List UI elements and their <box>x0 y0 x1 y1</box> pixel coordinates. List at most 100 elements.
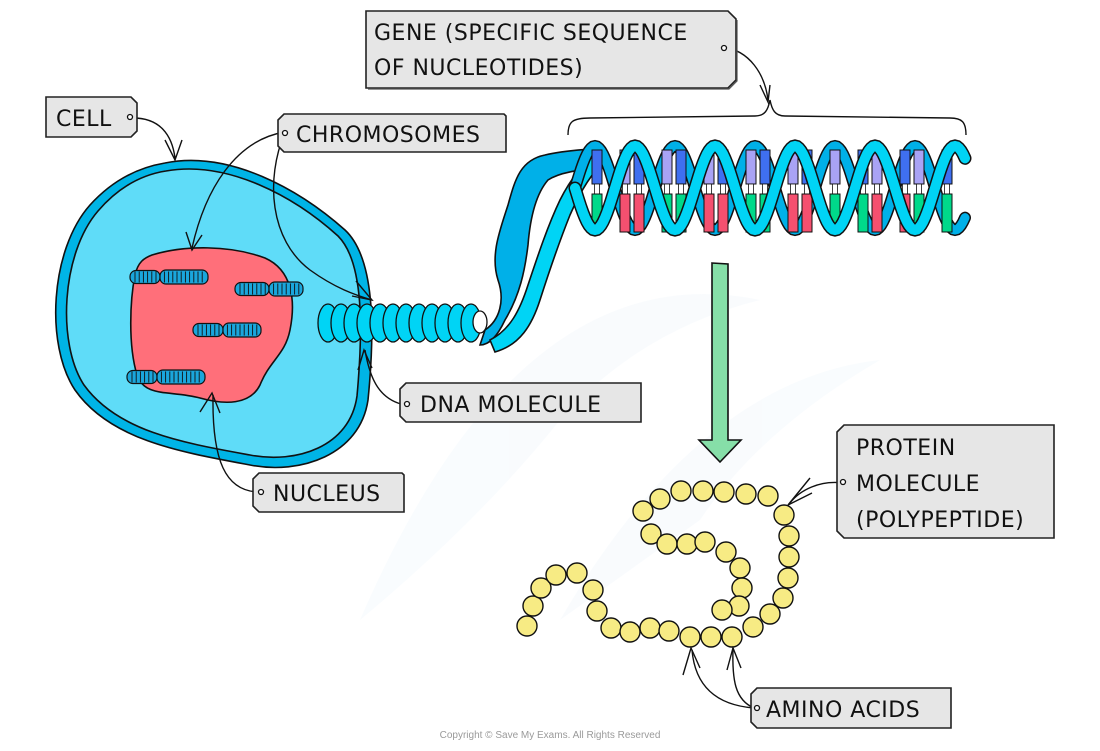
dna-molecule-label-text: DNA MOLECULE <box>420 393 602 418</box>
polypeptide-chain <box>516 480 800 648</box>
amino-acid <box>640 523 662 545</box>
amino-acid <box>670 480 692 502</box>
amino-acid <box>711 599 733 621</box>
watermark <box>360 294 880 620</box>
nucleotide-base <box>619 193 631 233</box>
nucleotide-base <box>787 193 799 233</box>
hydrogen-bond <box>902 183 908 195</box>
nucleotide-base <box>941 193 953 233</box>
cell-label-text: CELL <box>56 107 112 132</box>
gene-label-line2: OF NUCLEOTIDES) <box>374 56 583 81</box>
gene-brace <box>567 99 967 136</box>
amino-acid <box>715 541 737 563</box>
chromatid-arm <box>159 269 209 285</box>
chromosomes-label-text: CHROMOSOMES <box>296 123 480 148</box>
dna-coil <box>317 303 488 343</box>
helix-backbone-front <box>570 140 970 236</box>
amino-acid <box>656 533 678 555</box>
amino-acid <box>692 480 714 502</box>
nucleotide-base <box>899 149 911 185</box>
amino-acid <box>772 587 794 609</box>
nucleotide-base <box>661 149 673 185</box>
hydrogen-bond <box>790 183 796 195</box>
cell-label: CELL <box>45 96 138 138</box>
dna-double-helix <box>568 139 972 237</box>
nucleus-label-text: NUCLEUS <box>273 482 381 507</box>
amino-acid <box>731 577 753 599</box>
amino-acid <box>735 483 757 505</box>
chromosome <box>126 369 206 385</box>
hydrogen-bond <box>832 183 838 195</box>
chromatid-arm <box>222 322 262 338</box>
cell <box>55 159 373 469</box>
hydrogen-bond <box>678 183 684 195</box>
amino-acid <box>658 620 680 642</box>
nucleotide-base <box>633 193 645 233</box>
amino-acid <box>694 531 716 553</box>
amino-acid <box>582 579 604 601</box>
amino-acid <box>759 603 781 625</box>
amino-acid <box>713 481 735 503</box>
amino-acid <box>778 525 800 547</box>
amino-acid <box>777 567 799 589</box>
nucleotide-base <box>717 193 729 233</box>
nucleotide-base <box>703 193 715 233</box>
chromosome <box>234 281 304 297</box>
amino-acid <box>619 621 641 643</box>
amino-acid <box>522 595 544 617</box>
gene-label-line1: GENE (SPECIFIC SEQUENCE <box>374 21 688 46</box>
amino-acid <box>639 617 661 639</box>
chromosome <box>129 269 209 285</box>
amino-acid <box>742 616 764 638</box>
protein-label-line2: MOLECULE <box>856 472 980 497</box>
hydrogen-bond <box>916 183 922 195</box>
copyright-notice: Copyright © Save My Exams. All Rights Re… <box>439 730 661 741</box>
amino-acid <box>530 577 552 599</box>
protein-label-line1: PROTEIN <box>856 436 956 461</box>
protein-label-line3: (POLYPEPTIDE) <box>856 508 1024 533</box>
nucleotide-base <box>857 193 869 233</box>
hydrogen-bond <box>594 183 600 195</box>
amino-acid <box>545 564 567 586</box>
nucleotide-base <box>759 149 771 185</box>
amino-acid <box>600 617 622 639</box>
amino-acid <box>676 533 698 555</box>
amino-acid <box>773 504 795 526</box>
chromatid-arm <box>156 369 206 385</box>
nucleotide-base <box>675 149 687 185</box>
dna-strand <box>317 147 608 353</box>
amino-acid <box>729 557 751 579</box>
hydrogen-bond <box>664 183 670 195</box>
amino-acid <box>516 615 538 637</box>
chromosomes-label: CHROMOSOMES <box>277 113 507 153</box>
hydrogen-bond <box>762 183 768 195</box>
chromatid-arm <box>192 322 224 338</box>
hydrogen-bond <box>622 183 628 195</box>
amino-acid <box>679 626 701 648</box>
nucleotide-base <box>591 149 603 185</box>
nucleotide-base <box>871 193 883 233</box>
hydrogen-bond <box>706 183 712 195</box>
hydrogen-bond <box>748 183 754 195</box>
transcription-translation-arrow <box>697 262 743 464</box>
hydrogen-bond <box>944 183 950 195</box>
amino-acid <box>586 600 608 622</box>
coil-end <box>472 310 488 334</box>
chromatid-arm <box>126 369 158 385</box>
amino-acid <box>778 546 800 568</box>
nucleotide-base <box>829 149 841 185</box>
amino-acid <box>632 500 654 522</box>
hydrogen-bond <box>636 183 642 195</box>
protein-molecule-label: PROTEIN MOLECULE (POLYPEPTIDE) <box>836 424 1055 539</box>
dna-molecule-label: DNA MOLECULE <box>399 382 642 423</box>
amino-acids-label-text: AMINO ACIDS <box>766 698 920 723</box>
base-pair <box>745 149 757 233</box>
hydrogen-bond <box>720 183 726 195</box>
nucleotide-base <box>745 149 757 185</box>
nucleus-label: NUCLEUS <box>252 472 405 513</box>
amino-acid <box>721 626 743 648</box>
amino-acid <box>757 485 779 507</box>
amino-acids-label: AMINO ACIDS <box>750 687 952 729</box>
amino-acid <box>566 562 588 584</box>
